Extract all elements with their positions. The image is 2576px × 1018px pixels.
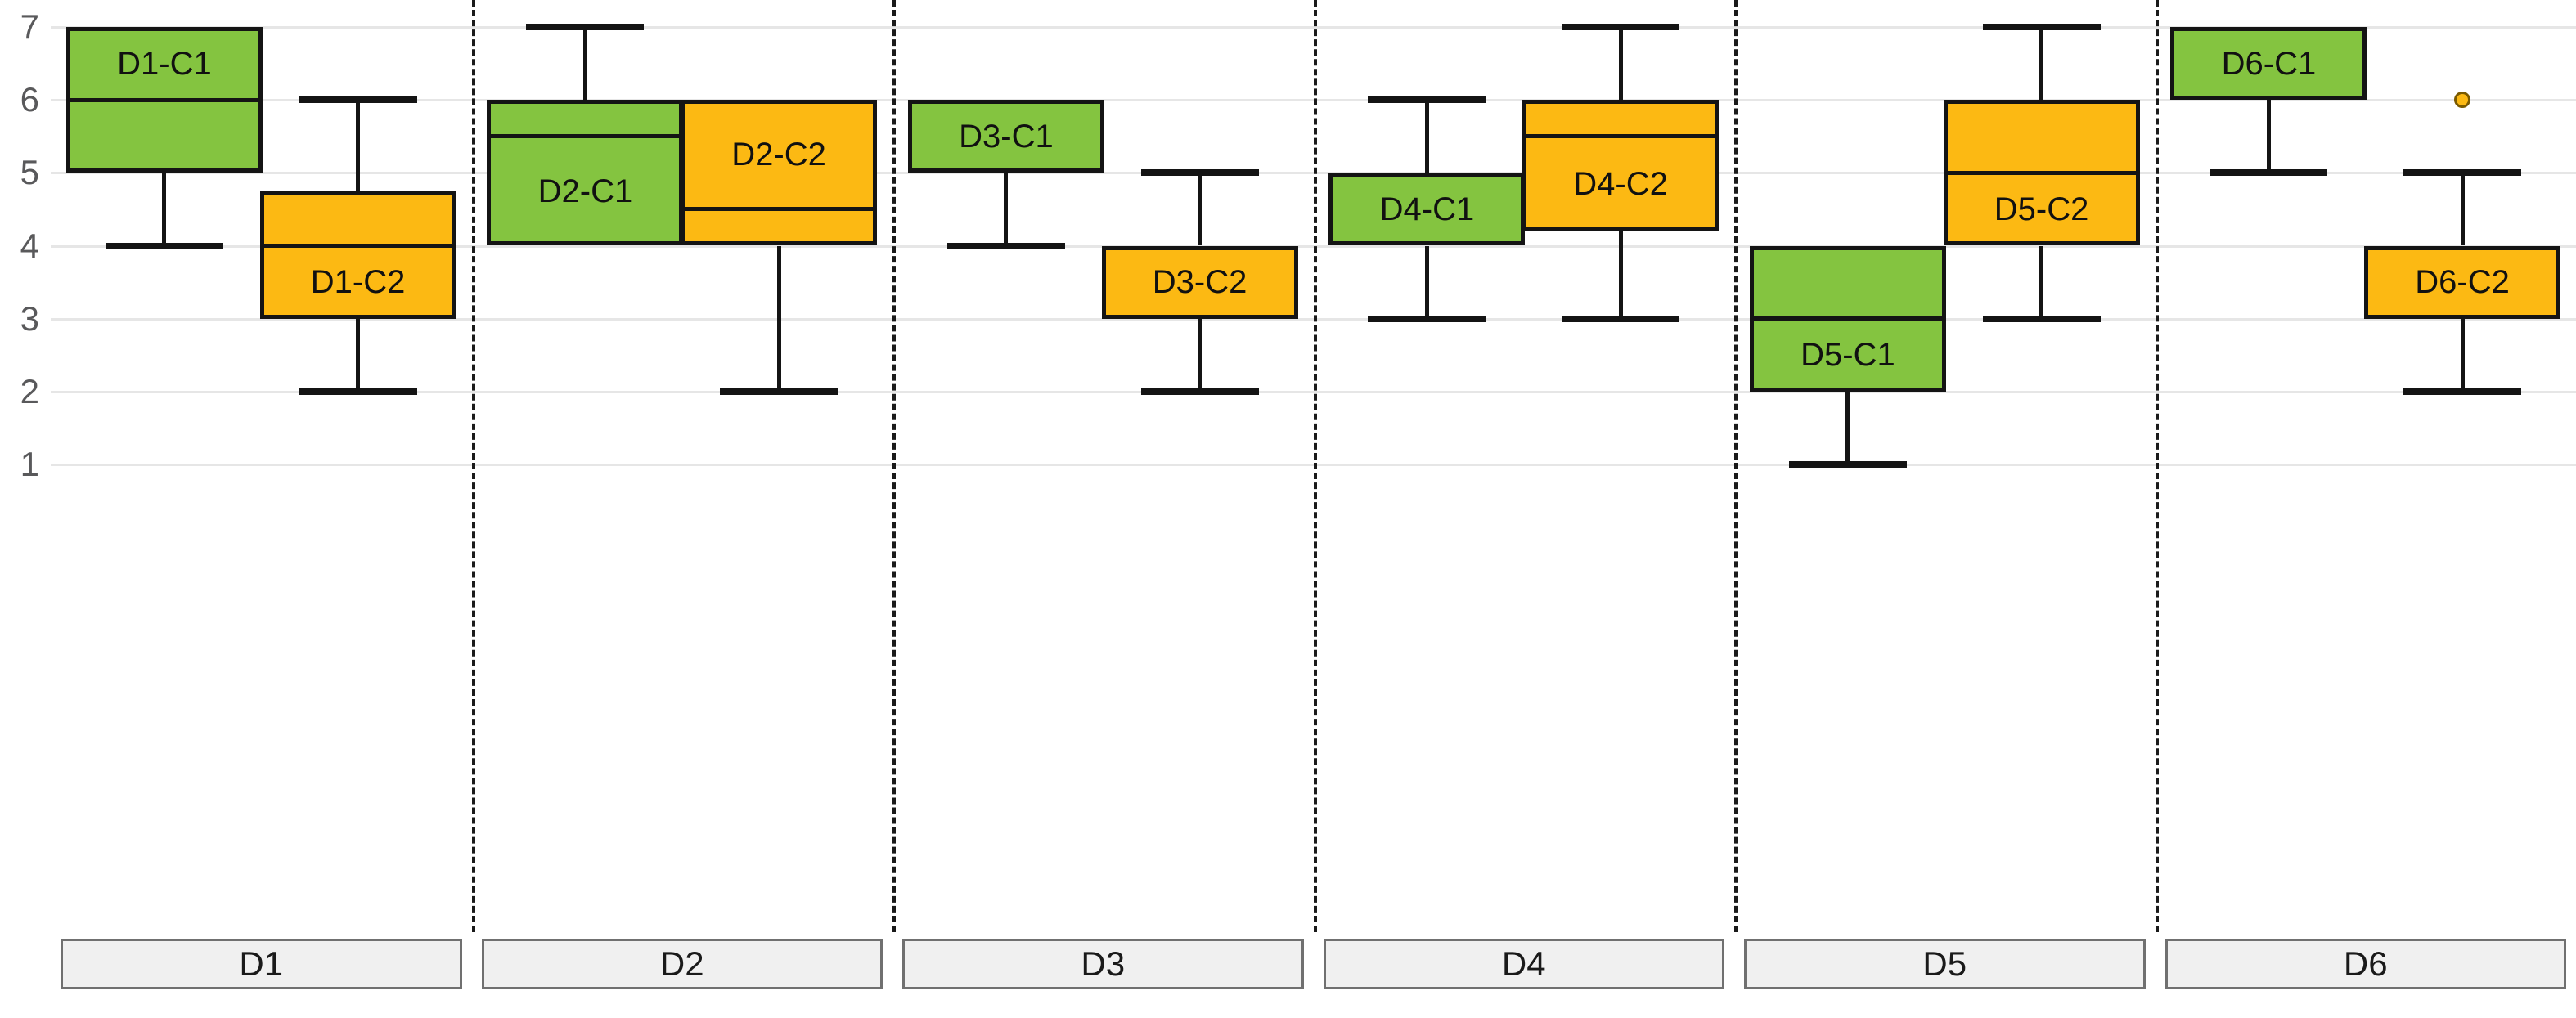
whisker-upper-d2-c1 — [582, 27, 587, 101]
y-tick-label-2: 2 — [20, 371, 39, 410]
group-divider-3 — [1313, 0, 1317, 932]
whisker-lower-d4-c1 — [1424, 245, 1429, 319]
whisker-lower-d3-c2 — [1198, 318, 1203, 392]
whisker-cap-upper-d3-c2 — [1140, 169, 1259, 177]
x-axis-category-d2: D2 — [481, 939, 883, 989]
box-d3-c2[interactable] — [1101, 245, 1298, 319]
y-axis: 7 6 5 4 3 2 1 — [0, 0, 51, 1018]
whisker-cap-upper-d2-c1 — [526, 24, 645, 30]
whisker-lower-d5-c1 — [1845, 391, 1850, 464]
whisker-lower-d2-c2 — [776, 245, 781, 392]
x-axis-category-d6: D6 — [2165, 939, 2566, 989]
whisker-cap-lower-d5-c1 — [1788, 461, 1907, 468]
whisker-lower-d6-c1 — [2266, 100, 2271, 173]
whisker-lower-d1-c2 — [356, 318, 361, 392]
whisker-upper-d4-c1 — [1424, 100, 1429, 173]
whisker-lower-d3-c1 — [1004, 173, 1009, 246]
y-tick-label-4: 4 — [20, 226, 39, 265]
x-axis-category-strip: D1 D2 D3 D4 D5 D6 — [51, 939, 2576, 996]
whisker-cap-upper-d4-c1 — [1368, 96, 1486, 104]
whisker-cap-lower-d1-c2 — [299, 388, 417, 395]
y-tick-label-1: 1 — [20, 445, 39, 483]
whisker-cap-upper-d4-c2 — [1562, 24, 1680, 30]
whisker-cap-lower-d5-c2 — [1982, 315, 2101, 322]
whisker-cap-lower-d1-c1 — [105, 242, 223, 249]
whisker-cap-lower-d3-c2 — [1140, 388, 1259, 395]
group-divider-4 — [1734, 0, 1738, 932]
box-d3-c1[interactable] — [907, 100, 1104, 173]
x-axis-category-d4: D4 — [1323, 939, 1724, 989]
x-axis-category-d3: D3 — [902, 939, 1304, 989]
x-axis-category-d1: D1 — [61, 939, 462, 989]
whisker-cap-upper-d6-c2 — [2403, 169, 2522, 177]
whisker-upper-d6-c2 — [2460, 173, 2465, 246]
box-d2-c1[interactable] — [487, 100, 684, 246]
whisker-lower-d6-c2 — [2460, 318, 2465, 392]
whisker-cap-lower-d6-c1 — [2210, 169, 2328, 177]
y-tick-label-7: 7 — [20, 7, 39, 46]
y-tick-label-5: 5 — [20, 153, 39, 192]
group-divider-1 — [471, 0, 475, 932]
x-axis-category-d5: D5 — [1744, 939, 2146, 989]
median-line-d1-c1 — [65, 97, 263, 102]
whisker-cap-lower-d6-c2 — [2403, 388, 2522, 395]
y-tick-label-6: 6 — [20, 80, 39, 119]
box-d4-c1[interactable] — [1328, 173, 1526, 246]
whisker-upper-d4-c2 — [1618, 27, 1623, 101]
whisker-cap-lower-d2-c2 — [720, 388, 838, 395]
median-line-d5-c2 — [1943, 170, 2140, 175]
median-line-d5-c1 — [1749, 316, 1946, 321]
whisker-upper-d1-c2 — [356, 100, 361, 191]
median-line-d2-c1 — [487, 134, 684, 139]
box-d1-c2[interactable] — [259, 191, 456, 319]
box-d6-c1[interactable] — [2170, 27, 2367, 101]
median-line-d2-c2 — [681, 207, 878, 212]
box-d4-c2[interactable] — [1522, 100, 1720, 231]
group-divider-2 — [892, 0, 896, 932]
median-line-d4-c2 — [1522, 134, 1720, 139]
whisker-cap-lower-d3-c1 — [946, 242, 1065, 249]
whisker-upper-d3-c2 — [1198, 173, 1203, 246]
box-d6-c2[interactable] — [2364, 245, 2561, 319]
whisker-upper-d5-c2 — [2039, 27, 2044, 101]
box-d2-c2[interactable] — [681, 100, 878, 246]
whisker-lower-d4-c2 — [1618, 231, 1623, 319]
whisker-cap-lower-d4-c2 — [1562, 315, 1680, 322]
whisker-cap-upper-d5-c2 — [1982, 24, 2101, 30]
whisker-lower-d5-c2 — [2039, 245, 2044, 319]
median-line-d1-c2 — [259, 244, 456, 248]
whisker-cap-upper-d1-c2 — [299, 96, 417, 104]
whisker-lower-d1-c1 — [162, 173, 167, 246]
y-tick-label-3: 3 — [20, 298, 39, 338]
group-divider-5 — [2155, 0, 2159, 932]
whisker-cap-lower-d4-c1 — [1368, 315, 1486, 322]
outlier-point-d6-c2-0[interactable] — [2454, 92, 2471, 109]
